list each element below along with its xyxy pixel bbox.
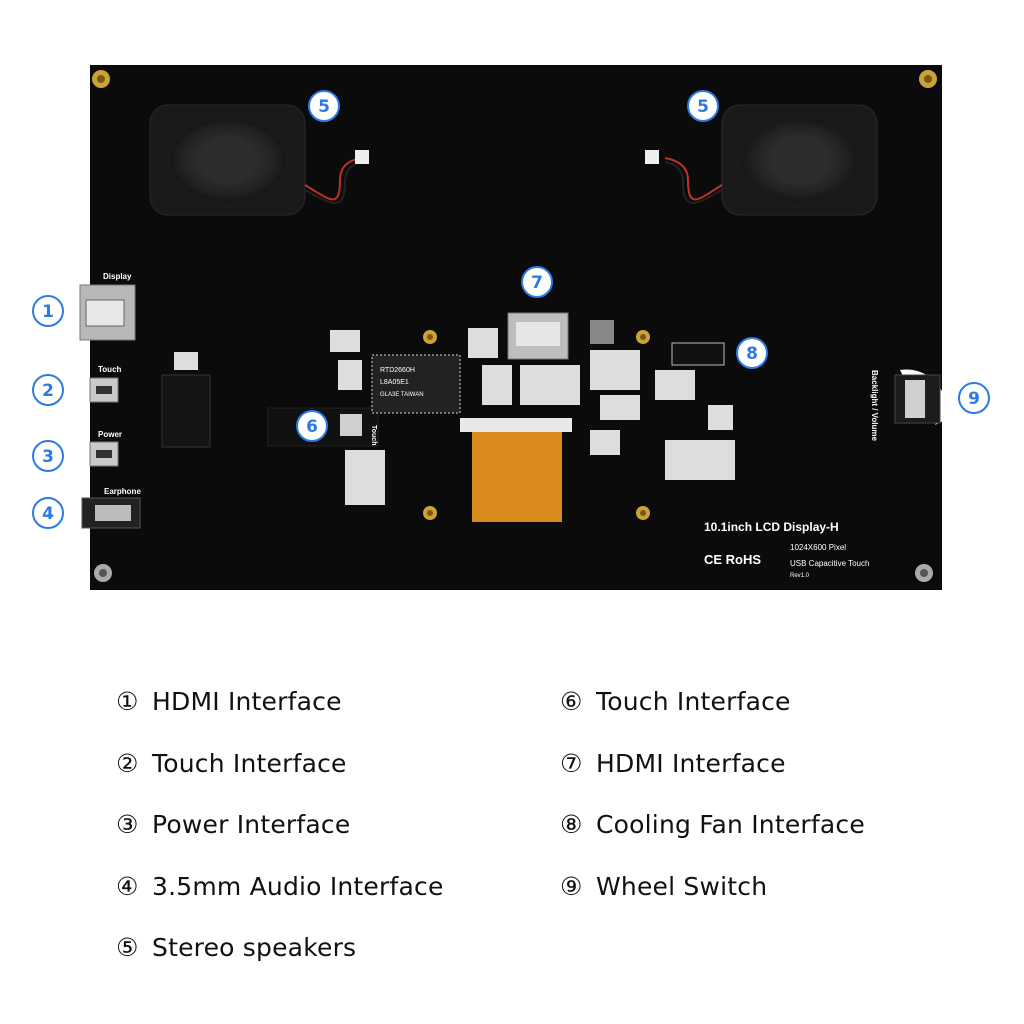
svg-text:4: 4 xyxy=(42,504,54,524)
callout-2: 2 xyxy=(32,374,64,406)
legend: ① HDMI Interface ② Touch Interface ③ Pow… xyxy=(0,670,1024,990)
spec-line-2: USB Capacitive Touch xyxy=(790,559,869,568)
speaker-right xyxy=(645,104,878,216)
callout-1: 1 xyxy=(32,295,64,327)
legend-item-7: ⑦ HDMI Interface xyxy=(560,747,786,779)
usb-power-port xyxy=(89,441,119,467)
legend-label: Touch Interface xyxy=(596,686,791,716)
spec-line-1: 1024X600 Pixel xyxy=(790,543,846,552)
callout-3: 3 xyxy=(32,440,64,472)
silk-touch: Touch xyxy=(98,365,122,374)
svg-text:5: 5 xyxy=(318,97,330,117)
legend-label: Touch Interface xyxy=(152,748,347,778)
silk-backlight-volume: Backlight / Volume xyxy=(870,370,879,442)
legend-mark: ② xyxy=(116,748,139,778)
chip-marking-mid: L8A05E1 xyxy=(380,379,409,386)
silk-touch-inner: Touch xyxy=(370,425,377,445)
usb-touch-port xyxy=(89,377,119,403)
fpc-connector xyxy=(460,418,572,432)
legend-mark: ⑤ xyxy=(116,932,139,962)
legend-mark: ⑧ xyxy=(560,809,583,839)
legend-item-5: ⑤ Stereo speakers xyxy=(116,931,356,963)
legend-label: Stereo speakers xyxy=(152,932,357,962)
legend-item-3: ③ Power Interface xyxy=(116,808,350,840)
svg-text:5: 5 xyxy=(697,97,709,117)
svg-text:7: 7 xyxy=(531,273,543,293)
legend-mark: ③ xyxy=(116,809,139,839)
svg-text:1: 1 xyxy=(42,302,54,322)
fpc-ribbon xyxy=(472,432,562,522)
board-diagram: Display Touch Power Earphone Touch Backl… xyxy=(32,65,990,590)
speaker-left xyxy=(149,104,369,216)
callout-7: 7 xyxy=(521,266,553,298)
legend-label: HDMI Interface xyxy=(152,686,342,716)
legend-label: HDMI Interface xyxy=(596,748,786,778)
cert-marks: CE RoHS xyxy=(704,552,761,567)
hdmi-port-left xyxy=(79,284,136,341)
audio-jack xyxy=(81,497,141,529)
legend-item-4: ④ 3.5mm Audio Interface xyxy=(116,870,444,902)
silk-power: Power xyxy=(98,430,122,439)
silk-display: Display xyxy=(103,272,132,281)
board-title: 10.1inch LCD Display-H xyxy=(704,520,839,534)
legend-mark: ⑦ xyxy=(560,748,583,778)
legend-mark: ① xyxy=(116,686,139,716)
svg-text:8: 8 xyxy=(746,344,758,364)
rev-label: Rev1.0 xyxy=(790,573,810,579)
svg-text:9: 9 xyxy=(968,389,980,409)
legend-item-9: ⑨ Wheel Switch xyxy=(560,870,767,902)
chip-marking-top: RTD2660H xyxy=(380,367,415,374)
legend-item-6: ⑥ Touch Interface xyxy=(560,685,791,717)
usb-touch-inner xyxy=(340,414,362,436)
wheel-switch xyxy=(894,369,947,425)
silk-earphone: Earphone xyxy=(104,487,141,496)
chip-marking-bottom: GLA3E TAIWAN xyxy=(380,392,424,398)
legend-label: Power Interface xyxy=(152,809,351,839)
inductor xyxy=(590,320,614,344)
fan-connector xyxy=(671,342,725,366)
legend-mark: ④ xyxy=(116,871,139,901)
callout-5-right: 5 xyxy=(687,90,719,122)
callout-9: 9 xyxy=(958,382,990,414)
hdmi-port-center xyxy=(507,312,569,360)
callout-6: 6 xyxy=(296,410,328,442)
standoffs xyxy=(92,70,937,582)
svg-text:3: 3 xyxy=(42,447,54,467)
legend-mark: ⑥ xyxy=(560,686,583,716)
battery-holder xyxy=(161,374,211,448)
callout-8: 8 xyxy=(736,337,768,369)
callout-4: 4 xyxy=(32,497,64,529)
svg-text:2: 2 xyxy=(42,381,54,401)
callout-5-left: 5 xyxy=(308,90,340,122)
switch xyxy=(174,352,198,370)
svg-text:6: 6 xyxy=(306,417,318,437)
main-chip xyxy=(371,354,461,414)
legend-item-1: ① HDMI Interface xyxy=(116,685,342,717)
legend-label: 3.5mm Audio Interface xyxy=(152,871,444,901)
legend-mark: ⑨ xyxy=(560,871,583,901)
legend-label: Wheel Switch xyxy=(596,871,768,901)
legend-item-2: ② Touch Interface xyxy=(116,747,347,779)
legend-item-8: ⑧ Cooling Fan Interface xyxy=(560,808,865,840)
smd-components xyxy=(330,328,735,505)
legend-label: Cooling Fan Interface xyxy=(596,809,865,839)
